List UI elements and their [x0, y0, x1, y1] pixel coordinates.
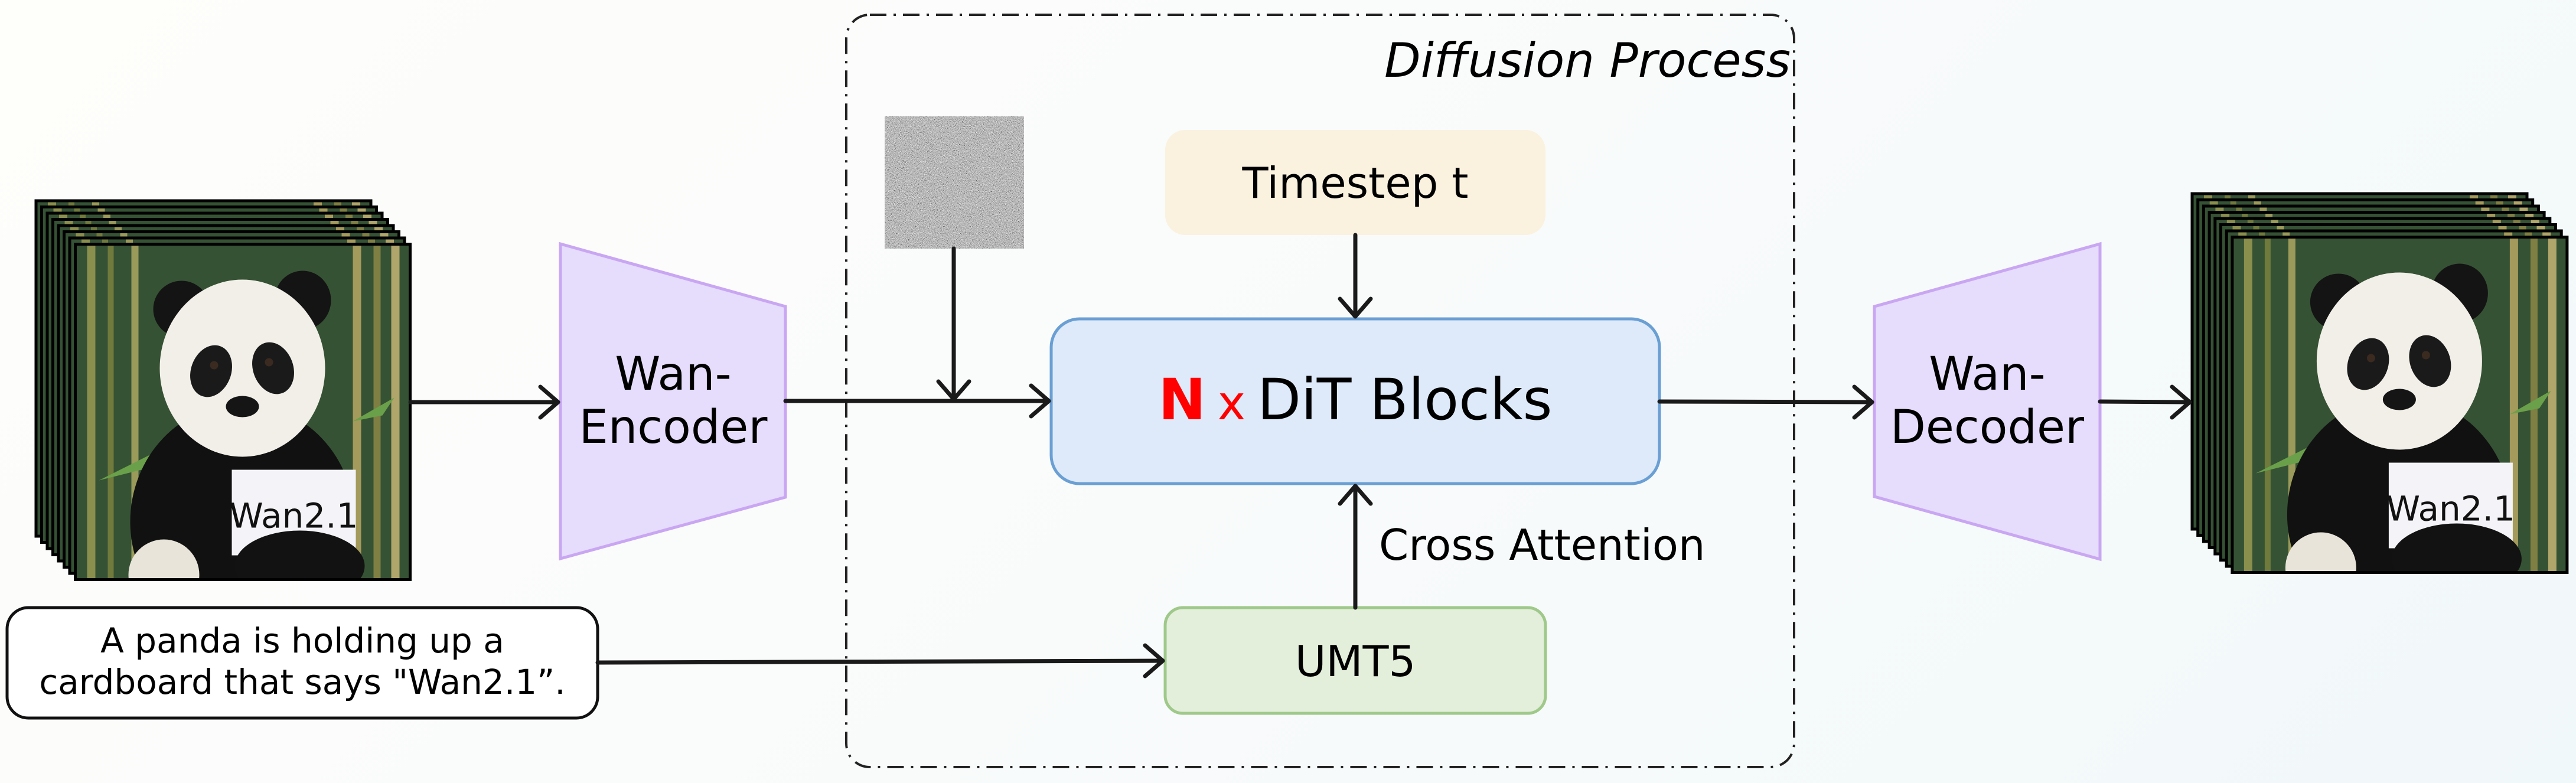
- dit-blocks-text: DiT Blocks: [1257, 367, 1552, 433]
- arrow-timestep-to-dit: [1338, 233, 1373, 319]
- decoder-label-line2: Decoder: [1890, 401, 2085, 454]
- arrow-prompt-to-umt5: [595, 643, 1165, 678]
- dit-multiplier-n: N: [1158, 367, 1205, 433]
- diffusion-process-region: [845, 14, 1795, 768]
- arrow-noise-to-latent: [936, 246, 971, 402]
- video-frame: [76, 244, 410, 640]
- arrow-dit-to-decoder: [1657, 384, 1874, 420]
- decoder-label-line1: Wan-: [1929, 348, 2046, 401]
- timestep-label: Timestep t: [1241, 158, 1468, 208]
- diffusion-process-label: Diffusion Process: [1384, 33, 1791, 88]
- umt5-label: UMT5: [1295, 637, 1416, 686]
- wan-decoder-block: [1873, 242, 2102, 562]
- cross-attention-label: Cross Attention: [1379, 520, 1706, 570]
- arrow-encoder-to-dit: [783, 383, 1051, 419]
- input-video-frames: [36, 201, 410, 640]
- arrow-input-to-encoder: [408, 384, 560, 420]
- timestep-block: [1165, 130, 1545, 235]
- video-frame: [2232, 237, 2567, 633]
- encoder-label-line2: Encoder: [579, 401, 768, 454]
- output-video-frames: [2192, 194, 2567, 633]
- wan-encoder-block: [559, 242, 787, 561]
- encoder-label-line1: Wan-: [615, 348, 732, 401]
- prompt-line2: cardboard that says "Wan2.1”.: [39, 662, 565, 702]
- dit-multiplier-x: x: [1218, 376, 1245, 430]
- prompt-line1: A panda is holding up a: [100, 621, 504, 661]
- arrow-decoder-to-output: [2098, 384, 2192, 420]
- noise-latent-image: [885, 116, 1024, 249]
- arrow-umt5-to-dit: [1338, 484, 1373, 610]
